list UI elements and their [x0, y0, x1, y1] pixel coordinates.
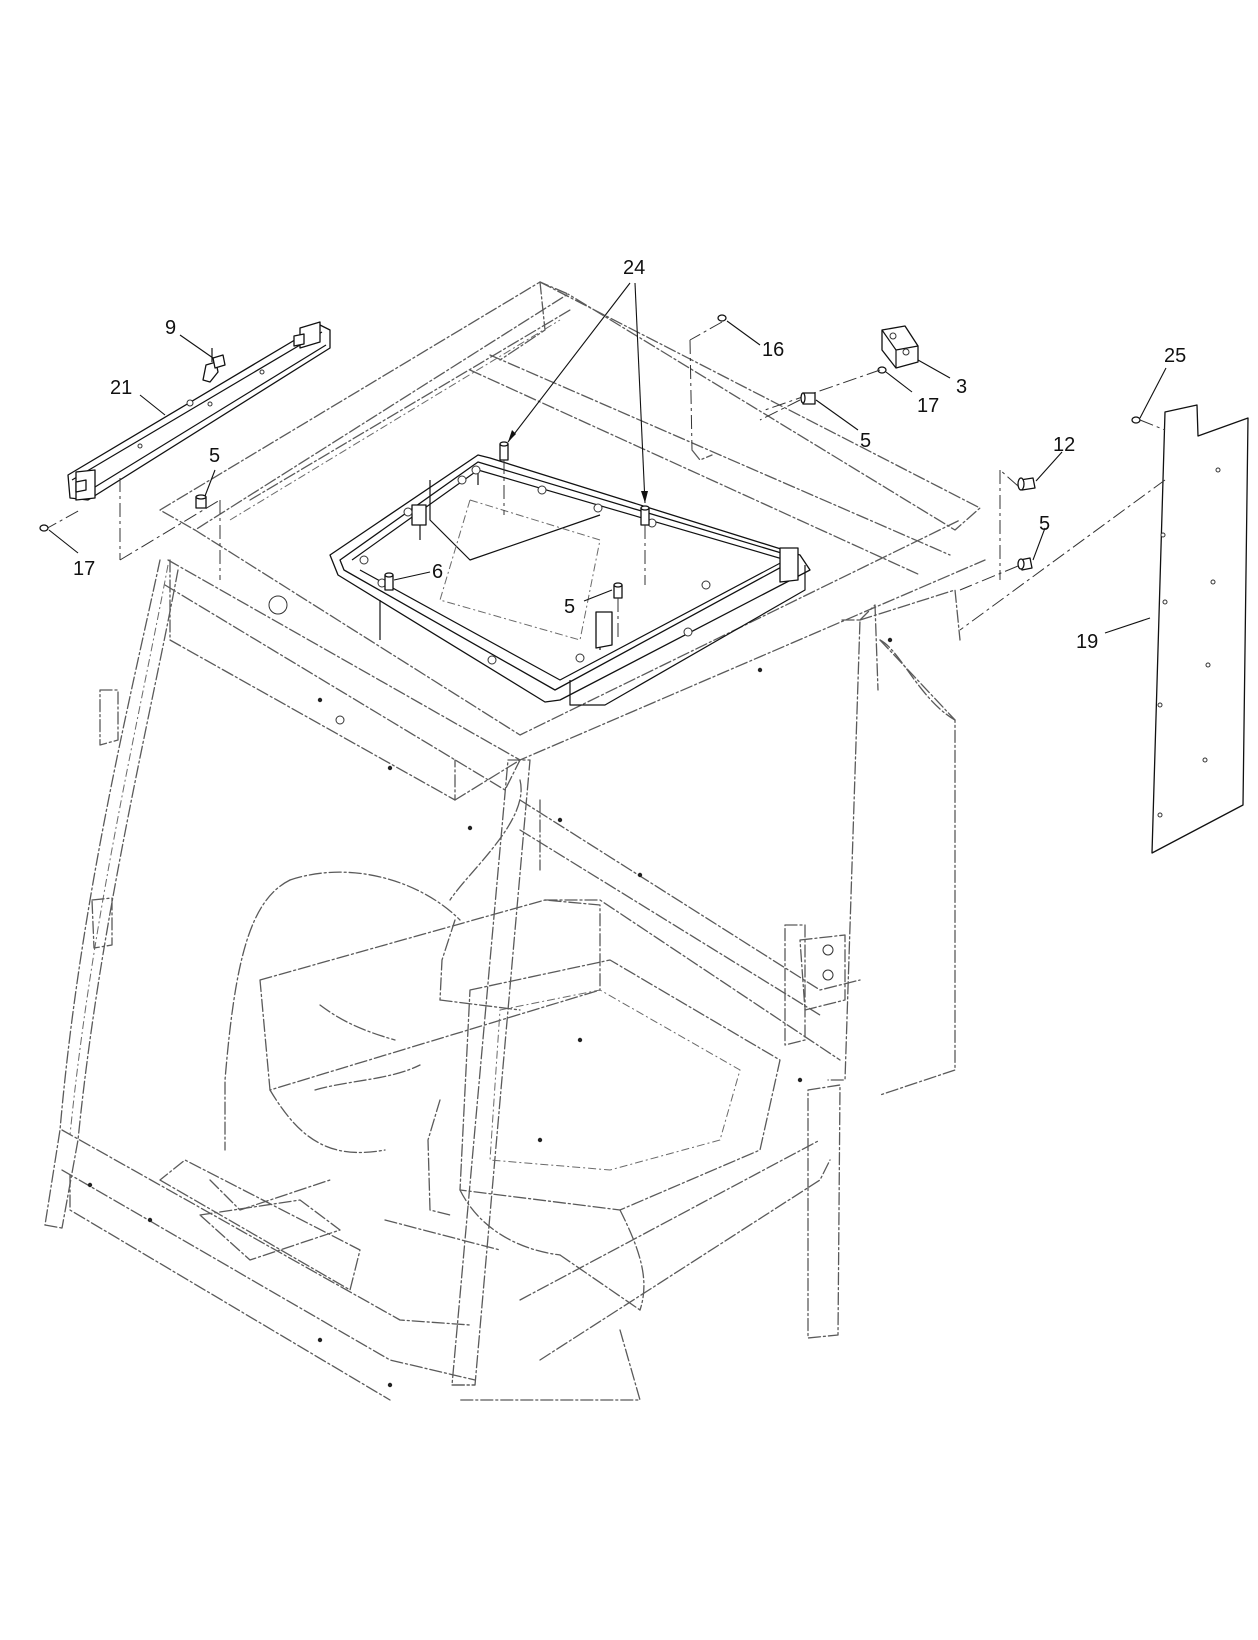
bolt-17-left	[39, 524, 49, 532]
callout-labels: 24 9 21 5 17 6 5 16 3 17 5 12 5 25 19	[73, 257, 1186, 653]
bolt-5-center	[613, 582, 623, 640]
callout-21: 21	[110, 377, 132, 399]
callout-5-left: 5	[209, 445, 220, 467]
hardware-upper-right	[689, 314, 919, 461]
leader-lines	[48, 282, 1167, 634]
bolt-5-left	[195, 494, 207, 509]
callout-5-upper-right: 5	[860, 430, 871, 452]
callout-6: 6	[432, 561, 443, 583]
callout-9: 9	[165, 317, 176, 339]
cab-frame	[44, 281, 986, 1401]
callout-5-center: 5	[564, 596, 575, 618]
hardware-right	[959, 469, 1036, 591]
side-panel-19	[959, 404, 1249, 854]
rail-bracket-21	[43, 321, 331, 580]
callout-16: 16	[762, 339, 784, 361]
roof-opening-frame	[329, 454, 811, 706]
bolt-6	[384, 572, 394, 591]
stud-bolts-24	[499, 441, 650, 585]
callout-25: 25	[1164, 345, 1186, 367]
callout-24: 24	[623, 257, 645, 279]
callout-17-left: 17	[73, 558, 95, 580]
callout-5-right: 5	[1039, 513, 1050, 535]
callout-12: 12	[1053, 434, 1075, 456]
callout-17-right: 17	[917, 395, 939, 417]
callout-19: 19	[1076, 631, 1098, 653]
bolt-25	[1131, 416, 1166, 431]
callout-3: 3	[956, 376, 967, 398]
bolt-9	[212, 354, 226, 369]
